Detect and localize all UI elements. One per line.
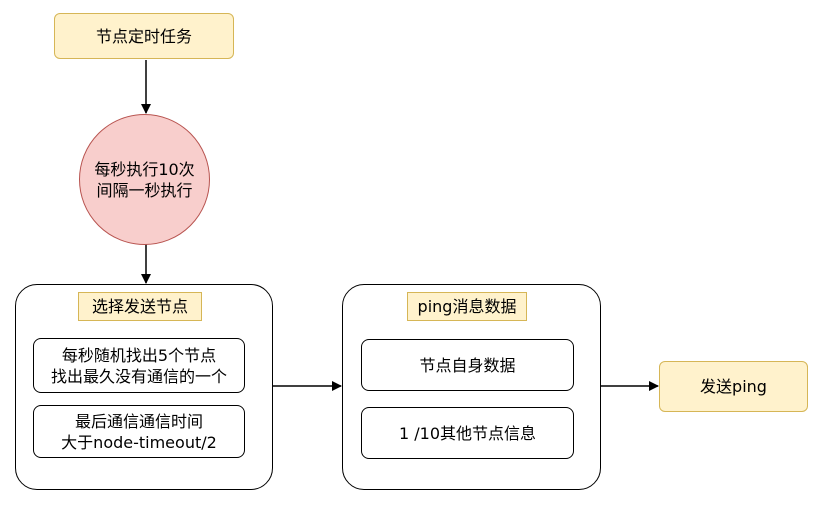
timer-task-label: 节点定时任务 bbox=[95, 26, 192, 46]
ping-data-group-title: ping消息数据 bbox=[407, 292, 527, 321]
random-select-rule-line-1: 每秒随机找出5个节点 bbox=[61, 345, 217, 365]
random-select-rule-line-2: 找出最久没有通信的一个 bbox=[50, 366, 227, 386]
send-ping-node: 发送ping bbox=[659, 361, 808, 412]
select-node-group-title: 选择发送节点 bbox=[78, 292, 202, 321]
other-nodes-info-item-label: 1 /10其他节点信息 bbox=[398, 423, 537, 443]
random-select-rule: 每秒随机找出5个节点 找出最久没有通信的一个 bbox=[33, 338, 245, 393]
timeout-rule-line-1: 最后通信通信时间 bbox=[74, 411, 203, 431]
self-data-item: 节点自身数据 bbox=[361, 339, 574, 391]
ping-data-group-title-text: ping消息数据 bbox=[417, 297, 517, 316]
timeout-rule-line-2: 大于node-timeout/2 bbox=[61, 432, 217, 452]
timer-task-node: 节点定时任务 bbox=[54, 13, 234, 59]
timeout-rule: 最后通信通信时间 大于node-timeout/2 bbox=[33, 405, 245, 458]
frequency-node: 每秒执行10次 间隔一秒执行 bbox=[79, 114, 210, 245]
send-ping-label: 发送ping bbox=[700, 377, 767, 396]
select-node-group-title-text: 选择发送节点 bbox=[91, 297, 188, 316]
other-nodes-info-item: 1 /10其他节点信息 bbox=[361, 407, 574, 459]
frequency-line-2: 间隔一秒执行 bbox=[96, 180, 193, 200]
frequency-line-1: 每秒执行10次 bbox=[94, 159, 195, 179]
self-data-item-label: 节点自身数据 bbox=[419, 355, 516, 375]
